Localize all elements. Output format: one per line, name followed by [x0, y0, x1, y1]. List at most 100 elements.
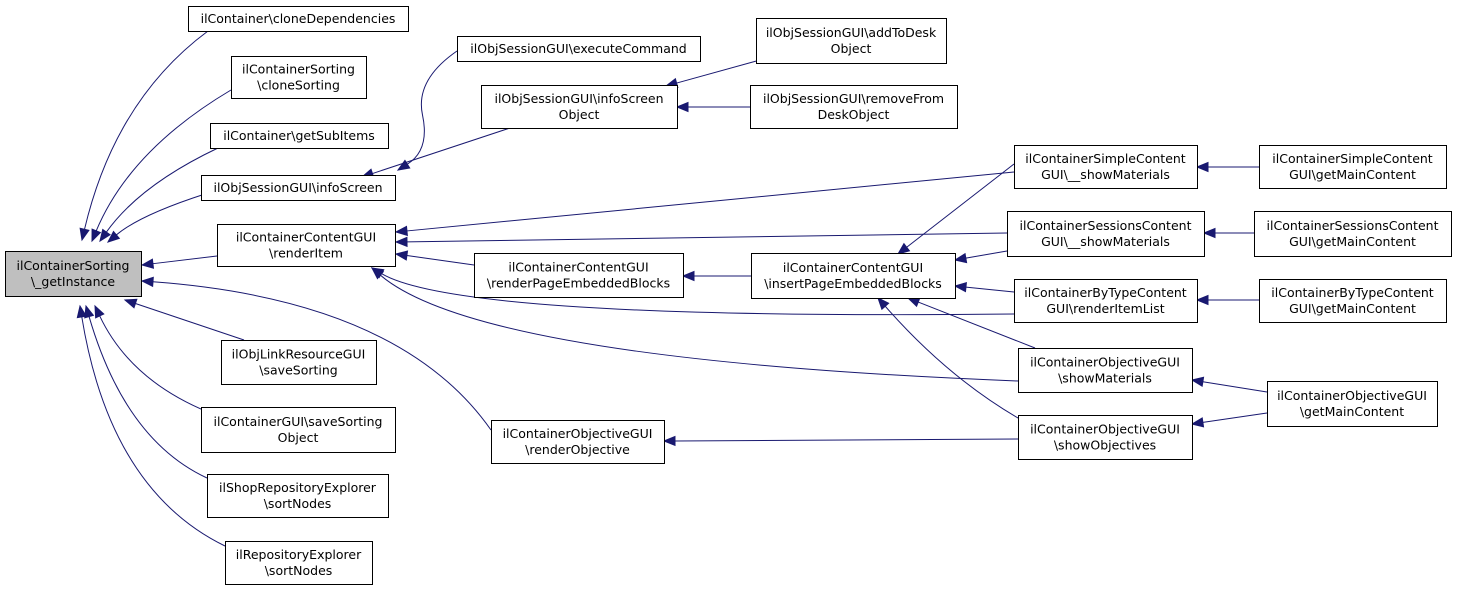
node-label-line: \showMaterials [1058, 371, 1152, 386]
node-label-line: ilContainerSimpleContent [1272, 151, 1433, 166]
node-ilcontainercontentgui-renderitem[interactable]: ilContainerContentGUI\renderItem [217, 224, 396, 267]
node-label-line: ilContainer\cloneDependencies [201, 11, 396, 26]
node-ilcontainercontentgui-renderpageembeddedblocks[interactable]: ilContainerContentGUI\renderPageEmbedded… [474, 253, 684, 298]
node-label-line: ilContainer\getSubItems [223, 128, 375, 143]
edge-line [105, 147, 219, 233]
node-ilcontainersimplecontentgui-showmaterials[interactable]: ilContainerSimpleContentGUI\__showMateri… [1014, 145, 1198, 189]
edge-line [676, 59, 761, 84]
node-label-line: ilObjSessionGUI\executeCommand [470, 41, 686, 56]
edge-line [884, 305, 1026, 423]
node-ilcontainercontentgui-insertpageembeddedblocks[interactable]: ilContainerContentGUI\insertPageEmbedded… [751, 253, 956, 299]
node-label-line: ilContainerContentGUI [508, 260, 648, 275]
edge-line [99, 315, 209, 413]
edge-line [84, 30, 209, 230]
node-ilobjsessiongui-infoscreen[interactable]: ilObjSessionGUI\infoScreen [201, 175, 396, 201]
arrowhead-icon [370, 267, 385, 280]
edge-n12-to-n5 [394, 250, 475, 266]
node-ilrepositoryexplorer-sortnodes[interactable]: ilRepositoryExplorer\sortNodes [225, 541, 373, 585]
node-ilcontainer-getsubitems[interactable]: ilContainer\getSubItems [210, 123, 389, 149]
node-ilcontainerobjectivegui-getmaincontent[interactable]: ilContainerObjectiveGUI\getMainContent [1267, 381, 1438, 427]
edge-line [1202, 412, 1268, 423]
arrowhead-icon [394, 236, 408, 248]
edge-n21-to-n13 [662, 435, 1019, 447]
edge-line [81, 316, 226, 547]
node-ilcontainerbytypecontentgui-getmaincontent[interactable]: ilContainerByTypeContentGUI\getMainConte… [1259, 279, 1447, 323]
node-label-line: \renderItem [269, 246, 343, 261]
node-ilcontainerobjectivegui-showobjectives[interactable]: ilContainerObjectiveGUI\showObjectives [1018, 415, 1193, 460]
edge-n3-to-n0 [99, 147, 219, 243]
node-ilcontainer-clonedependencies[interactable]: ilContainer\cloneDependencies [188, 6, 409, 32]
node-box [756, 18, 947, 64]
edge-n10-to-n4 [396, 50, 458, 171]
edge-line [406, 255, 475, 266]
node-ilcontainersessionscontentgui-showmaterials[interactable]: ilContainerSessionsContentGUI\__showMate… [1007, 211, 1205, 257]
node-ilcontainersessionscontentgui-getmaincontent[interactable]: ilContainerSessionsContentGUI\getMainCon… [1254, 211, 1452, 257]
node-ilobjlinkresourcegui-savesorting[interactable]: ilObjLinkResourceGUI\saveSorting [221, 340, 377, 385]
node-label-line: ilRepositoryExplorer [236, 547, 362, 562]
node-box [210, 123, 389, 149]
node-box [1014, 145, 1198, 189]
arrowhead-icon [896, 242, 911, 255]
edge-n6-to-n0 [123, 298, 245, 341]
node-ilobjsessiongui-executecommand[interactable]: ilObjSessionGUI\executeCommand [457, 36, 701, 62]
node-label-line: DeskObject [818, 107, 890, 122]
arrowhead-icon [1190, 417, 1205, 428]
edge-n25-to-n21 [1190, 412, 1268, 428]
node-label-line: ilContainerObjectiveGUI [1030, 422, 1180, 437]
edge-line [95, 89, 232, 232]
node-ilcontainerbytypecontentgui-renderitemlist[interactable]: ilContainerByTypeContentGUI\renderItemLi… [1014, 279, 1198, 323]
node-box [1267, 381, 1438, 427]
node-ilcontainersimplecontentgui-getmaincontent[interactable]: ilContainerSimpleContentGUI\getMainConte… [1259, 145, 1447, 189]
edge-n5-to-n0 [140, 255, 218, 269]
node-box [481, 85, 678, 129]
node-ilcontainersorting-getinstance[interactable]: ilContainerSorting\_getInstance [5, 251, 142, 297]
arrowhead-icon [877, 297, 890, 311]
arrowhead-icon [79, 227, 90, 242]
edge-n24-to-n19 [1195, 294, 1259, 306]
node-label-line: ilContainerContentGUI [236, 230, 376, 245]
edge-n17-to-n5 [394, 171, 1015, 237]
edge-line [406, 171, 1015, 232]
edge-n1-to-n0 [79, 30, 209, 242]
node-label-line: Object [278, 430, 319, 445]
node-ilcontainersorting-clonesorting[interactable]: ilContainerSorting\cloneSorting [231, 56, 367, 99]
arrowhead-icon [394, 250, 409, 261]
node-box [217, 224, 396, 267]
edge-n4-to-n0 [106, 193, 206, 243]
node-label-line: ilContainerGUI\saveSorting [214, 414, 383, 429]
node-box [457, 36, 701, 62]
node-box [5, 251, 142, 297]
edge-line [1202, 381, 1268, 393]
edge-line [381, 273, 1015, 316]
node-label-line: ilShopRepositoryExplorer [219, 480, 377, 495]
node-label-line: ilObjSessionGUI\infoScreen [494, 91, 663, 106]
arrowhead-icon [953, 281, 967, 293]
arrowhead-icon [662, 435, 676, 447]
arrowhead-icon [94, 304, 105, 319]
arrowhead-icon [123, 298, 138, 309]
node-box [1018, 415, 1193, 460]
edge-n7-to-n0 [94, 304, 209, 413]
node-label-line: GUI\getMainContent [1289, 167, 1416, 182]
node-box [1259, 145, 1447, 189]
arrowhead-icon [394, 225, 408, 237]
node-label-line: ilContainerObjectiveGUI [503, 426, 653, 441]
node-ilcontainerobjectivegui-showmaterials[interactable]: ilContainerObjectiveGUI\showMaterials [1018, 348, 1193, 393]
node-ilshoprepositoryexplorer-sortnodes[interactable]: ilShopRepositoryExplorer\sortNodes [207, 474, 389, 518]
arrowhead-icon [953, 252, 968, 264]
node-box [225, 541, 373, 585]
node-label-line: ilContainerSimpleContent [1025, 151, 1186, 166]
edge-n22-to-n17 [1195, 161, 1259, 173]
node-box [491, 420, 665, 464]
node-label-line: ilContainerSessionsContent [1020, 218, 1192, 233]
edge-line [116, 193, 206, 236]
node-ilcontainerobjectivegui-renderobjective[interactable]: ilContainerObjectiveGUI\renderObjective [491, 420, 665, 464]
node-box [1007, 211, 1205, 257]
arrowhead-icon [91, 228, 102, 243]
arrowhead-icon [140, 258, 155, 269]
node-label-line: \saveSorting [259, 363, 337, 378]
